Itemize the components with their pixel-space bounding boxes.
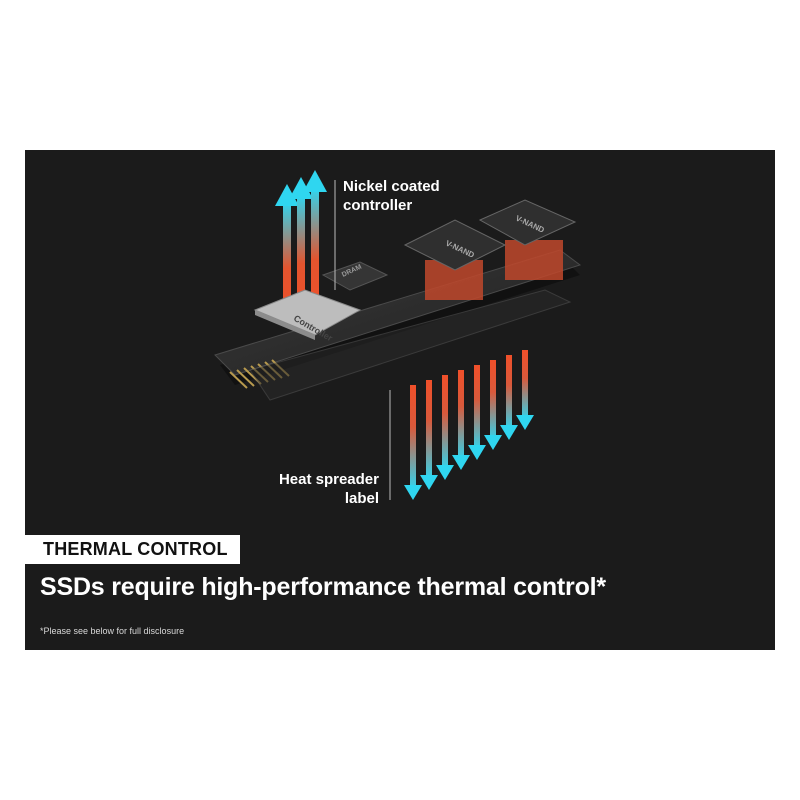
heat-spreader-label <box>249 289 572 401</box>
heat-up-arrows <box>275 170 327 322</box>
heat-callout-line2: label <box>344 490 379 507</box>
hero-panel: Controller DRAM V-NAND V-NAND <box>25 150 775 650</box>
dram-chip <box>321 261 389 291</box>
thermal-control-badge: THERMAL CONTROL <box>25 535 240 564</box>
controller-chip <box>253 289 362 336</box>
ssd-illustration: Controller DRAM V-NAND V-NAND <box>214 170 582 500</box>
disclosure-note: *Please see below for full disclosure <box>40 626 185 636</box>
nand-chip-1 <box>403 219 507 271</box>
nickel-callout-line2: controller <box>343 197 413 214</box>
heat-spreader-label-callout: Heat spreader label <box>253 470 379 508</box>
nickel-coated-controller-callout: Nickel coated controller <box>343 177 440 215</box>
heat-down-arrows <box>404 350 534 500</box>
nickel-callout-line1: Nickel coated <box>343 178 440 195</box>
headline: SSDs require high-performance thermal co… <box>40 573 606 601</box>
heat-callout-line1: Heat spreader <box>278 471 379 488</box>
nand-chip-2 <box>478 199 577 246</box>
